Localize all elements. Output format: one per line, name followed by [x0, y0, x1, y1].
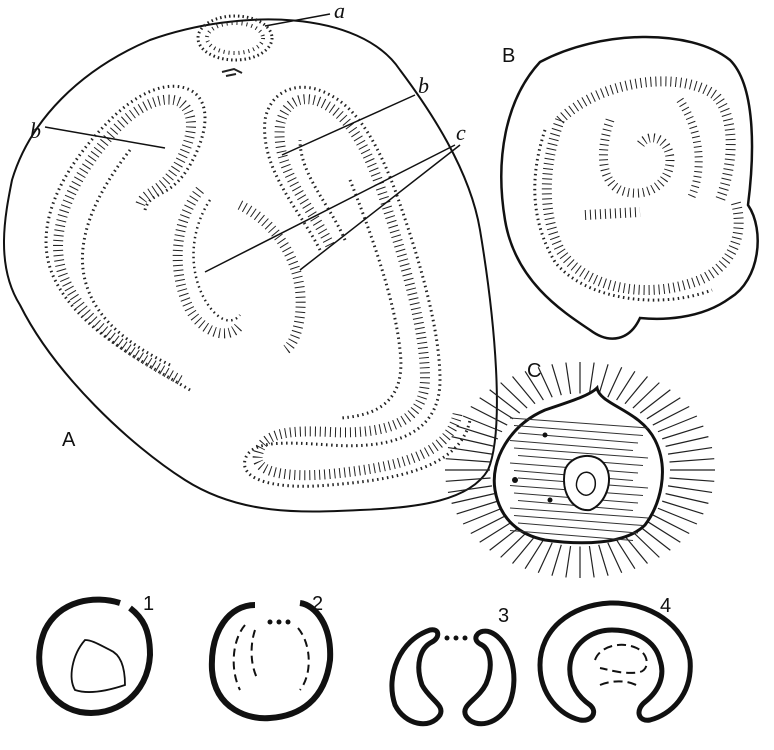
stage-3-left-crescent: [392, 630, 441, 724]
panel-c-ray: [480, 521, 513, 542]
leader-b-right: [282, 95, 415, 155]
stage-3-dot: [445, 636, 450, 641]
panel-c-ray: [446, 478, 491, 481]
panel-c-ray: [647, 521, 680, 542]
stage-1-ring: [39, 600, 150, 713]
stage-2-dot: [286, 620, 291, 625]
annotation-b-left: b: [30, 118, 41, 143]
panel-c-ray: [566, 546, 571, 577]
stage-2-number: 2: [312, 593, 323, 615]
stage-3: 3: [392, 605, 514, 724]
panel-c-ray: [633, 532, 659, 557]
panel-c-ray: [501, 532, 527, 557]
leader-c-1: [205, 145, 455, 272]
panel-c-ray: [501, 383, 527, 408]
stage-4-ring: [540, 603, 690, 720]
leader-b-left: [45, 127, 165, 148]
panel-c-label: C: [527, 360, 541, 382]
panel-c-ray: [647, 398, 680, 419]
panel-c-granule: [512, 477, 518, 483]
panel-c-ray: [653, 515, 689, 534]
panel-c-ray: [670, 478, 715, 481]
stage-3-right-crescent: [465, 631, 514, 724]
stage-2-dot: [277, 620, 282, 625]
panel-c-ray: [589, 546, 594, 577]
panel-c-ray: [633, 383, 659, 408]
panel-b-inner-loop: [603, 120, 670, 193]
panel-c-ray: [471, 407, 507, 426]
leader-c-2: [300, 145, 460, 270]
stage-2-dot: [268, 620, 273, 625]
stage-1-number: 1: [143, 593, 154, 615]
stage-3-dot: [463, 636, 468, 641]
panel-c-ray: [538, 543, 552, 573]
stage-2-inner-left: [234, 625, 258, 690]
annotation-c: c: [456, 120, 466, 145]
band-right-inner: [300, 140, 345, 240]
crescent-middle: [178, 190, 240, 333]
panel-c-ray: [608, 543, 622, 573]
annotation-a: a: [334, 0, 345, 23]
stage-1: 1: [39, 593, 154, 713]
panel-c-ray: [668, 486, 712, 493]
panel-c-ray: [599, 545, 608, 576]
cluster-a-small-mark: [222, 69, 242, 76]
panel-c-granule: [543, 433, 548, 438]
panel-b-label: B: [502, 45, 515, 67]
panel-b: B: [501, 37, 757, 339]
crescent-middle-edge: [194, 200, 240, 320]
panel-b-bottom-strip: [585, 212, 640, 215]
panel-b-band-outer: [547, 81, 739, 290]
panel-c-ray: [490, 390, 520, 413]
stage-1-inner: [72, 640, 125, 692]
band-right-hatch: [258, 99, 458, 475]
panel-c-ray: [666, 437, 709, 447]
panel-c-ray: [552, 364, 561, 395]
panel-a-label: A: [62, 429, 76, 451]
stage-2-inner-right: [298, 628, 309, 690]
stage-2: 2: [212, 593, 330, 718]
panel-c-ray: [670, 459, 715, 462]
panel-c-ray: [653, 407, 689, 426]
panel-c-ray: [566, 363, 571, 394]
panel-c-ray: [599, 364, 608, 395]
panel-c-ray: [552, 545, 561, 576]
panel-c-ray: [640, 390, 670, 413]
panel-c-ray: [446, 459, 491, 462]
panel-c-ray: [640, 527, 670, 550]
cluster-a-inner: [207, 23, 263, 53]
panel-c-ray: [471, 515, 507, 534]
panel-c-ray: [448, 448, 492, 455]
panel-c-nucleus: [564, 456, 609, 510]
panel-c-ray: [666, 494, 709, 504]
panel-c: C: [445, 360, 715, 578]
panel-c-granule: [548, 498, 553, 503]
panel-c-ray: [452, 437, 495, 447]
band-left-inner: [82, 150, 170, 365]
stage-3-dot: [454, 636, 459, 641]
panel-a: a b b c A: [4, 0, 497, 512]
panel-b-inner-loop-2: [680, 100, 699, 200]
stage-4-number: 4: [660, 595, 671, 617]
panel-c-ray: [490, 527, 520, 550]
panel-b-band-dots: [535, 130, 712, 300]
annotation-b-right: b: [418, 73, 429, 98]
stage-4: 4: [540, 595, 690, 720]
stage-4-inner: [595, 645, 647, 686]
stage-3-number: 3: [498, 605, 509, 627]
panel-c-ray: [668, 448, 712, 455]
cluster-a: [198, 16, 272, 60]
panel-c-ray: [608, 367, 622, 397]
crescent-right: [240, 205, 301, 350]
